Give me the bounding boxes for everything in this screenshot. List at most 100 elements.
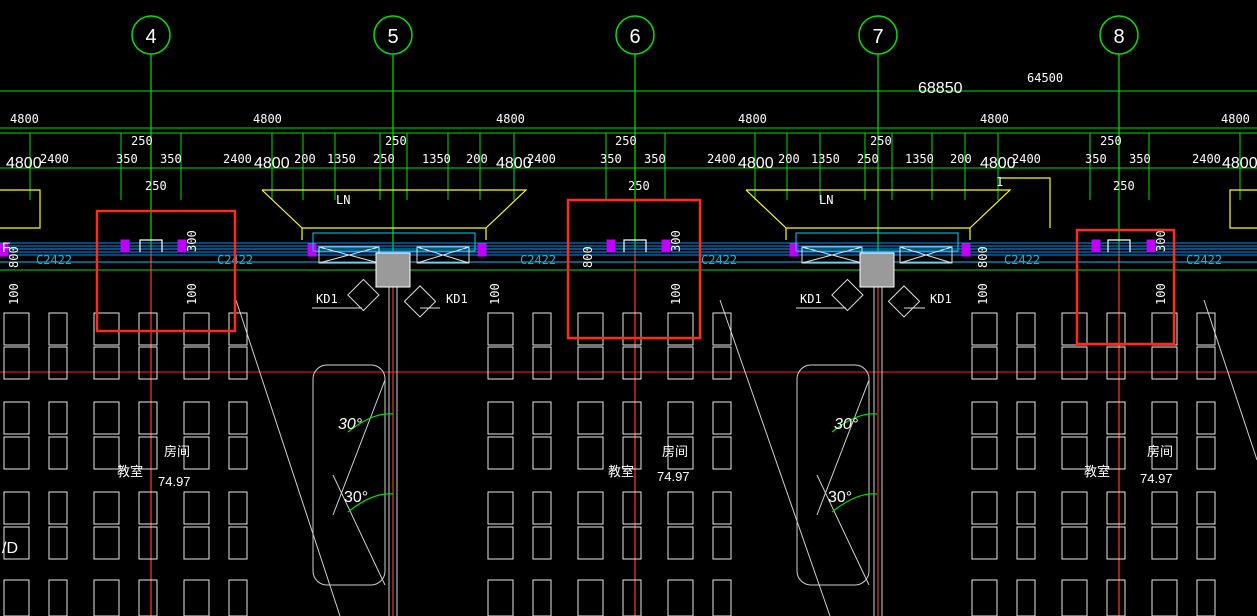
dim-100-vertical: 100 xyxy=(488,283,502,305)
dim-4800: 4800 xyxy=(253,112,282,126)
dim-4800-big: 4800 xyxy=(1222,155,1257,172)
axis-circle xyxy=(373,15,413,55)
axis-bubble-6[interactable]: 6 xyxy=(615,15,655,55)
room-name: 教室 xyxy=(117,464,143,479)
desk xyxy=(1196,579,1216,616)
dim-100-vertical: 100 xyxy=(1154,283,1168,305)
desk xyxy=(712,346,732,380)
desk xyxy=(1061,401,1088,435)
axis-circle xyxy=(858,15,898,55)
desk xyxy=(3,346,30,380)
desk xyxy=(228,312,248,346)
room-area: 74.97 xyxy=(657,469,690,484)
desk xyxy=(183,346,210,380)
highlight-box[interactable] xyxy=(566,198,702,340)
axis-bubble-7[interactable]: 7 xyxy=(858,15,898,55)
ramp-diagonal xyxy=(332,474,386,586)
dim-4800-big: 4800 xyxy=(6,155,42,172)
desk xyxy=(1061,346,1088,380)
axis-circle xyxy=(615,15,655,55)
drawing-linework xyxy=(0,54,1257,616)
desk xyxy=(1151,491,1178,525)
desk xyxy=(622,312,642,346)
axis-side-label-d: /D xyxy=(2,540,18,557)
axis-label: 8 xyxy=(1113,26,1124,48)
dim-250: 250 xyxy=(1113,179,1135,193)
desk xyxy=(138,346,158,380)
desk xyxy=(487,312,514,346)
desk xyxy=(487,436,514,470)
desk xyxy=(971,491,998,525)
diagonal-line xyxy=(719,299,831,616)
axis-label: 4 xyxy=(145,26,156,48)
highlight-box[interactable] xyxy=(1075,228,1176,346)
dim-100-vertical: 100 xyxy=(7,283,21,305)
desk xyxy=(1016,526,1036,560)
angle-arc xyxy=(347,493,394,513)
magenta-marker xyxy=(661,239,671,253)
overall-dimension-total: 68850 xyxy=(918,80,963,97)
dim-350: 350 xyxy=(1129,152,1151,166)
room-label-1[interactable]: 教室 房间 74.97 xyxy=(117,444,191,489)
dim-250: 250 xyxy=(145,179,167,193)
desk xyxy=(532,312,552,346)
desk xyxy=(1061,526,1088,560)
desk xyxy=(48,346,68,380)
dim-2400: 2400 xyxy=(707,152,736,166)
desk xyxy=(712,579,732,616)
desk xyxy=(1196,346,1216,380)
desk xyxy=(577,401,604,435)
leader-label: 1 xyxy=(996,175,1003,189)
column xyxy=(859,252,895,288)
desk xyxy=(667,579,694,616)
wall-outline xyxy=(1229,189,1257,229)
desk xyxy=(971,436,998,470)
wall-outline xyxy=(745,189,787,240)
desk xyxy=(48,491,68,525)
desk xyxy=(1151,579,1178,616)
dim-100-vertical: 100 xyxy=(669,283,683,305)
desk xyxy=(1106,346,1126,380)
room-label-2[interactable]: 教室 房间 74.97 xyxy=(608,444,690,484)
angle-arc xyxy=(347,413,394,433)
desk xyxy=(138,526,158,560)
dim-4800: 4800 xyxy=(980,112,1009,126)
heater-cross xyxy=(899,246,953,264)
magenta-marker xyxy=(961,243,971,257)
window-bracket xyxy=(623,239,647,252)
desk xyxy=(487,401,514,435)
angle-arc xyxy=(831,493,878,513)
desk xyxy=(1151,526,1178,560)
dim-2400: 2400 xyxy=(40,152,69,166)
desk xyxy=(138,579,158,616)
axis-side-label-f: F xyxy=(2,239,11,255)
desk xyxy=(487,579,514,616)
room-label-3[interactable]: 教室 房间 74.97 xyxy=(1084,444,1173,486)
desk xyxy=(93,579,120,616)
ramp-outline xyxy=(312,364,386,586)
magenta-marker xyxy=(789,243,799,257)
dim-2400: 2400 xyxy=(223,152,252,166)
axis-bubble-5[interactable]: 5 xyxy=(373,15,413,55)
dim-350: 350 xyxy=(160,152,182,166)
highlight-box[interactable] xyxy=(95,209,237,333)
desk xyxy=(1151,401,1178,435)
desk xyxy=(1151,346,1178,380)
dim-4800: 4800 xyxy=(10,112,39,126)
dim-300-vertical: 300 xyxy=(1154,230,1168,252)
window-label: C2422 xyxy=(1004,253,1040,267)
magenta-marker xyxy=(1091,239,1101,253)
desk xyxy=(532,491,552,525)
axis-bubble-4[interactable]: 4 xyxy=(131,15,171,55)
magenta-marker xyxy=(477,243,487,257)
desk xyxy=(971,579,998,616)
desk xyxy=(532,401,552,435)
door-leaf xyxy=(887,285,921,318)
desk xyxy=(577,312,604,346)
desk xyxy=(667,312,694,346)
ln-label: LN xyxy=(819,193,833,207)
dim-250: 250 xyxy=(131,134,153,148)
heater-cross xyxy=(416,246,470,264)
axis-bubble-8[interactable]: 8 xyxy=(1099,15,1139,55)
